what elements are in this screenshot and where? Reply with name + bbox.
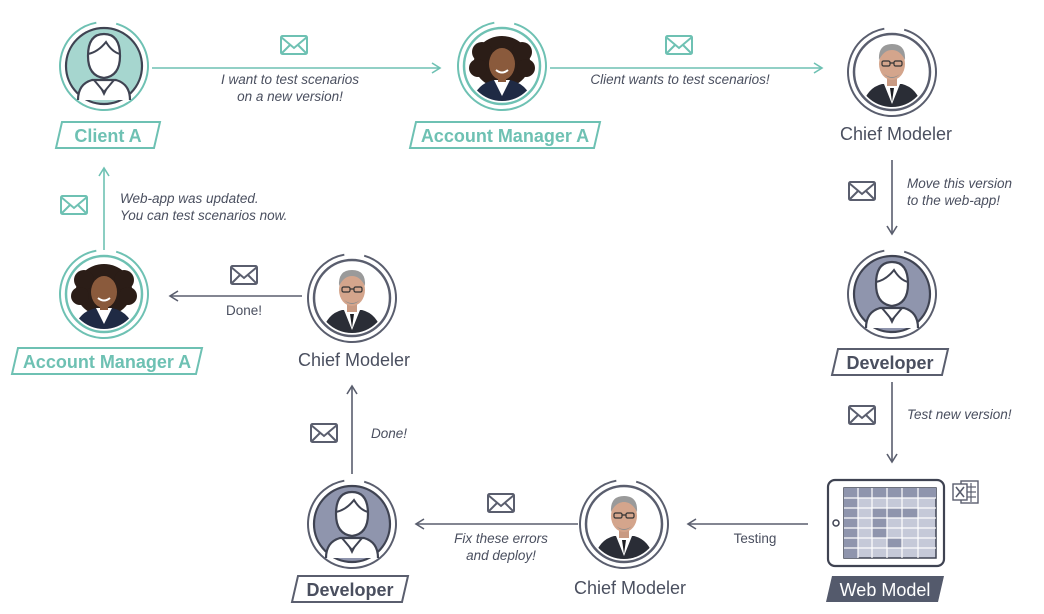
node-developer-right: Developer <box>830 249 950 376</box>
envelope-icon <box>665 35 693 55</box>
node-developer-left: Developer <box>290 479 410 603</box>
arrow-client-to-am <box>152 62 442 74</box>
message-cm-to-dev-fix-line2: and deploy! <box>466 548 536 563</box>
message-texts: I want to test scenarios on a new versio… <box>120 72 1012 563</box>
envelope-icon <box>848 405 876 425</box>
label-chief-modeler-bottom: Chief Modeler <box>574 578 686 598</box>
arrow-cm-to-dev-fix <box>414 518 578 530</box>
message-cm-to-am-done: Done! <box>226 303 262 318</box>
envelope-icon <box>310 423 338 443</box>
label-chief-modeler-mid: Chief Modeler <box>298 350 410 370</box>
label-account-manager-top: Account Manager A <box>421 126 589 146</box>
message-am-to-client-line2: You can test scenarios now. <box>120 208 287 223</box>
node-chief-modeler-bottom: Chief Modeler <box>574 479 686 598</box>
message-dev-to-cm-done: Done! <box>371 426 407 441</box>
label-chief-modeler-top: Chief Modeler <box>840 124 952 144</box>
node-chief-modeler-top: Chief Modeler <box>840 27 952 144</box>
message-cm-to-dev-line2: to the web-app! <box>907 193 1000 208</box>
envelopes <box>60 35 876 513</box>
message-am-to-cm: Client wants to test scenarios! <box>590 72 770 87</box>
envelope-icon <box>848 181 876 201</box>
arrow-cm-to-dev <box>886 160 898 236</box>
message-cm-to-dev-fix-line1: Fix these errors <box>454 531 548 546</box>
arrow-web-to-cm <box>686 518 808 530</box>
message-client-to-am-line2: on a new version! <box>237 89 343 104</box>
spreadsheet-icon <box>832 487 937 559</box>
message-dev-to-web: Test new version! <box>907 407 1012 422</box>
message-client-to-am-line1: I want to test scenarios <box>221 72 359 87</box>
message-am-to-client-line1: Web-app was updated. <box>120 191 259 206</box>
message-web-to-cm: Testing <box>734 531 777 546</box>
arrow-dev-to-cm-done <box>346 384 358 474</box>
node-web-model: Web Model <box>826 478 979 602</box>
message-cm-to-dev-line1: Move this version <box>907 176 1012 191</box>
node-account-manager-top: Account Manager A <box>408 21 602 149</box>
node-client-a: Client A <box>54 21 162 149</box>
node-chief-modeler-mid: Chief Modeler <box>298 253 410 370</box>
arrows <box>98 62 898 530</box>
arrow-cm-to-am-done <box>168 290 302 302</box>
arrow-am-to-client <box>98 166 110 250</box>
envelope-icon <box>60 195 88 215</box>
label-developer-right: Developer <box>846 353 933 373</box>
envelope-icon <box>280 35 308 55</box>
envelope-icon <box>487 493 515 513</box>
node-account-manager-left: Account Manager A <box>10 249 204 375</box>
arrow-am-to-cm <box>550 62 824 74</box>
envelope-icon <box>230 265 258 285</box>
excel-icon <box>952 480 979 504</box>
label-client-a: Client A <box>74 126 141 146</box>
label-account-manager-left: Account Manager A <box>23 352 191 372</box>
arrow-dev-to-web <box>886 382 898 464</box>
label-web-model: Web Model <box>840 580 931 600</box>
label-developer-left: Developer <box>306 580 393 600</box>
